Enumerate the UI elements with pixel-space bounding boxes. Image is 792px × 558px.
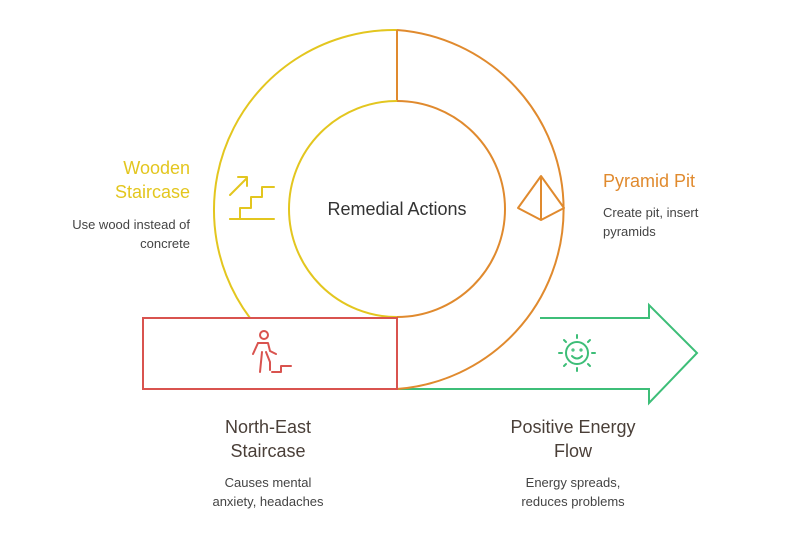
positive-energy-flow-desc: Energy spreads, reduces problems [473, 473, 673, 511]
north-east-staircase-title: North-East Staircase [168, 415, 368, 463]
pyramid-pit-desc: Create pit, insert pyramids [603, 203, 773, 241]
wooden-staircase-title-line2: Staircase [114, 182, 190, 202]
wooden-staircase-title-line1: Wooden [123, 158, 190, 178]
north-east-staircase-desc-line1: Causes mental [224, 475, 312, 490]
positive-energy-flow-title-line2: Flow [553, 441, 592, 461]
positive-energy-flow-desc-line1: Energy spreads, [525, 475, 621, 490]
positive-energy-flow-title-line1: Positive Energy [510, 417, 636, 437]
center-label: Remedial Actions [327, 199, 467, 219]
pyramid-pit-desc-line1: Create pit, insert [603, 205, 699, 220]
north-east-staircase-box [142, 317, 398, 390]
inner-circle-right [396, 100, 506, 318]
north-east-staircase-title-line2: Staircase [230, 441, 306, 461]
positive-energy-arrow [397, 302, 699, 406]
wooden-staircase-desc-line2: concrete [140, 236, 190, 251]
smiling-sun-icon [558, 334, 596, 372]
pyramid-pit-arc [396, 29, 565, 390]
wooden-staircase-desc-line1: Use wood instead of [72, 217, 190, 232]
positive-energy-flow-desc-line2: reduces problems [521, 494, 625, 509]
wooden-staircase-title: Wooden Staircase [60, 156, 190, 204]
pyramid-pit-desc-line2: pyramids [603, 224, 656, 239]
wooden-staircase-desc: Use wood instead of concrete [30, 215, 190, 253]
inner-circle-left [288, 100, 398, 318]
stairs-up-arrow-icon [229, 176, 275, 220]
pyramid-pit-title: Pyramid Pit [603, 171, 696, 191]
north-east-staircase-desc: Causes mental anxiety, headaches [168, 473, 368, 511]
north-east-staircase-desc-line2: anxiety, headaches [212, 494, 324, 509]
wooden-staircase-arc [213, 28, 398, 319]
positive-energy-flow-title: Positive Energy Flow [473, 415, 673, 463]
pyramid-icon [517, 175, 565, 221]
person-climbing-stairs-icon [252, 330, 292, 373]
north-east-staircase-title-line1: North-East [224, 417, 312, 437]
